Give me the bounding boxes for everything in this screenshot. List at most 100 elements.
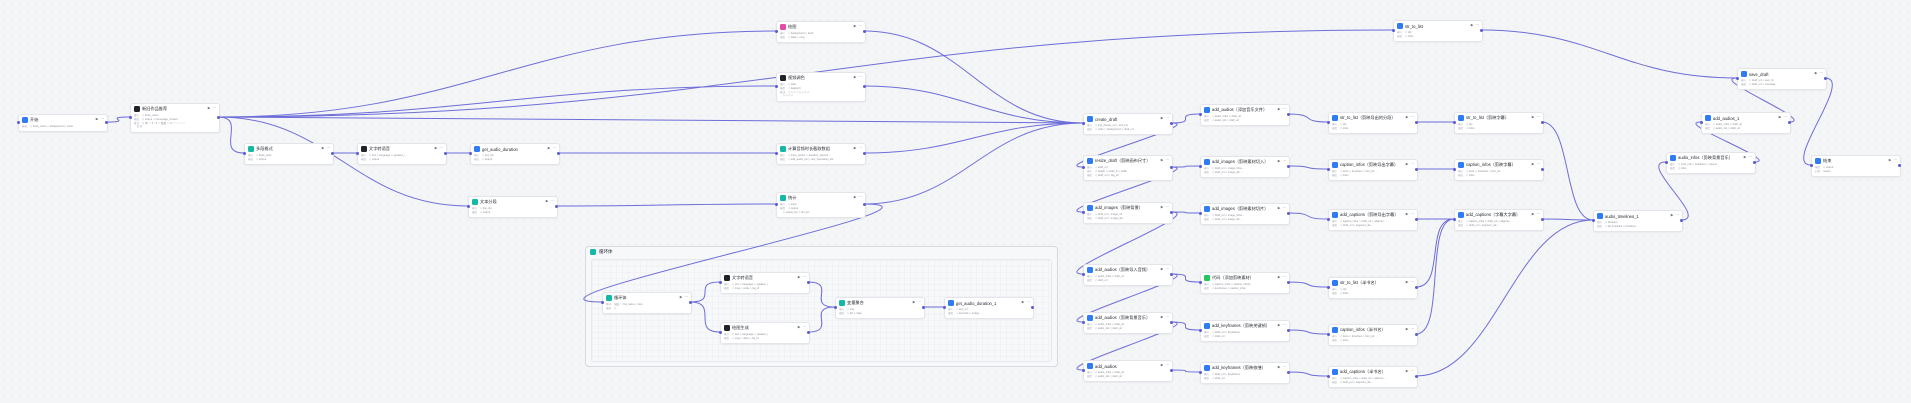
run-icon[interactable]: ▶ [1405, 327, 1409, 332]
run-icon[interactable]: ▶ [1405, 369, 1409, 374]
port-out-loopin[interactable] [688, 300, 692, 304]
more-icon[interactable]: ··· [1282, 107, 1287, 112]
port-in-strB[interactable] [1326, 285, 1330, 289]
node-create[interactable]: create_draft▶···输入◇ img_design_url ◇ tex… [1083, 113, 1173, 135]
port-out-pic[interactable] [862, 29, 866, 33]
run-icon[interactable]: ▶ [1160, 158, 1164, 163]
port-out-gen[interactable] [216, 115, 220, 119]
run-icon[interactable]: ▶ [853, 195, 857, 200]
more-icon[interactable]: ··· [1819, 71, 1824, 76]
port-out-addaud3[interactable] [1169, 368, 1173, 372]
port-in-blk[interactable] [1198, 280, 1202, 284]
run-icon[interactable]: ▶ [1277, 206, 1281, 211]
port-out-addcapB[interactable] [1414, 374, 1418, 378]
run-icon[interactable]: ▶ [1670, 213, 1674, 218]
port-out-merge[interactable] [862, 202, 866, 206]
run-icon[interactable]: ▶ [1470, 23, 1474, 28]
run-icon[interactable]: ▶ [1277, 323, 1281, 328]
port-out-tts2[interactable] [806, 280, 810, 284]
port-in-capB[interactable] [1326, 332, 1330, 336]
more-icon[interactable]: ··· [1475, 23, 1480, 28]
port-out-gadur2[interactable] [1030, 305, 1034, 309]
run-icon[interactable]: ▶ [1531, 162, 1535, 167]
run-icon[interactable]: ▶ [1405, 212, 1409, 217]
more-icon[interactable]: ··· [439, 146, 444, 151]
port-in-tts2[interactable] [718, 280, 722, 284]
more-icon[interactable]: ··· [1282, 323, 1287, 328]
port-out-calc[interactable] [862, 151, 866, 155]
port-in-resize[interactable] [1081, 165, 1085, 169]
port-in-seg[interactable] [466, 204, 470, 208]
port-out-seg[interactable] [554, 204, 558, 208]
run-icon[interactable]: ▶ [1021, 300, 1025, 305]
node-addimgB[interactable]: add_images（剪映素材切片）▶···输入◇ draft_url ◇ im… [1200, 203, 1290, 225]
run-icon[interactable]: ▶ [1160, 363, 1164, 368]
node-audinfo[interactable]: audio_infos（剪映背景音乐）▶···输入◇ mp3_urls ◇ ti… [1666, 152, 1756, 174]
port-in-save[interactable] [1735, 76, 1739, 80]
port-out-mline[interactable] [330, 151, 334, 155]
more-icon[interactable]: ··· [552, 146, 557, 151]
port-in-addimg1[interactable] [1081, 210, 1085, 214]
port-out-audtf[interactable] [1679, 218, 1683, 222]
run-icon[interactable]: ▶ [1160, 116, 1164, 121]
run-icon[interactable]: ▶ [912, 300, 916, 305]
run-icon[interactable]: ▶ [1160, 205, 1164, 210]
port-out-var[interactable] [921, 305, 925, 309]
port-in-strC[interactable] [1452, 120, 1456, 124]
more-icon[interactable]: ··· [1165, 116, 1170, 121]
run-icon[interactable]: ▶ [797, 275, 801, 280]
node-addimgA[interactable]: add_images（剪映素材切入）▶···输入◇ draft_url ◇ im… [1200, 156, 1290, 178]
more-icon[interactable]: ··· [1783, 115, 1788, 120]
port-out-save[interactable] [1823, 76, 1827, 80]
node-addcapC[interactable]: add_captions（字幕大字幕）▶···输入◇ caption_infos… [1454, 209, 1544, 231]
more-icon[interactable]: ··· [1410, 327, 1415, 332]
node-addkfA[interactable]: add_keyframes（剪映关键帧）▶···输入◇ draft_url ◇ … [1200, 320, 1290, 342]
node-addaud3[interactable]: add_audios▶···输入◇ audio_infos ◇ draft_ur… [1083, 360, 1173, 382]
port-out-addcapC[interactable] [1540, 217, 1544, 221]
port-in-mline[interactable] [242, 151, 246, 155]
port-in-start[interactable] [16, 120, 20, 124]
port-out-addaud1[interactable] [1169, 272, 1173, 276]
node-addimg1[interactable]: add_images（剪映背景）▶···输入◇ draft_url ◇ imag… [1083, 202, 1173, 224]
run-icon[interactable]: ▶ [545, 199, 549, 204]
port-out-strC[interactable] [1540, 120, 1544, 124]
port-in-addimgA[interactable] [1198, 164, 1202, 168]
run-icon[interactable]: ▶ [1888, 158, 1892, 163]
port-out-addcapA[interactable] [1414, 217, 1418, 221]
port-in-gadur2[interactable] [942, 305, 946, 309]
port-out-strB[interactable] [1414, 285, 1418, 289]
run-icon[interactable]: ▶ [1405, 162, 1409, 167]
node-addaud1[interactable]: add_audios（剪映导入音频）▶···输入◇ audio_infos ◇ … [1083, 264, 1173, 286]
more-icon[interactable]: ··· [858, 195, 863, 200]
more-icon[interactable]: ··· [1536, 162, 1541, 167]
port-in-audinfo[interactable] [1664, 160, 1668, 164]
more-icon[interactable]: ··· [326, 146, 331, 151]
port-out-video[interactable] [862, 84, 866, 88]
port-in-calc[interactable] [774, 151, 778, 155]
more-icon[interactable]: ··· [1282, 159, 1287, 164]
port-in-video[interactable] [774, 84, 778, 88]
node-addaudB[interactable]: add_audios_1▶···输入◇ audio_infos ◇ draft_… [1701, 112, 1791, 134]
port-out-gadur[interactable] [556, 151, 560, 155]
node-capC[interactable]: caption_infos（剪映字幕）▶···输入◇ texts ◇ timel… [1454, 159, 1544, 181]
port-in-addcapB[interactable] [1326, 374, 1330, 378]
run-icon[interactable]: ▶ [679, 295, 683, 300]
run-icon[interactable]: ▶ [1405, 115, 1409, 120]
more-icon[interactable]: ··· [1410, 280, 1415, 285]
more-icon[interactable]: ··· [1748, 155, 1753, 160]
run-icon[interactable]: ▶ [1531, 212, 1535, 217]
port-in-addaudB[interactable] [1699, 120, 1703, 124]
port-out-capC[interactable] [1540, 167, 1544, 171]
more-icon[interactable]: ··· [1410, 212, 1415, 217]
more-icon[interactable]: ··· [100, 117, 105, 122]
run-icon[interactable]: ▶ [1277, 275, 1281, 280]
